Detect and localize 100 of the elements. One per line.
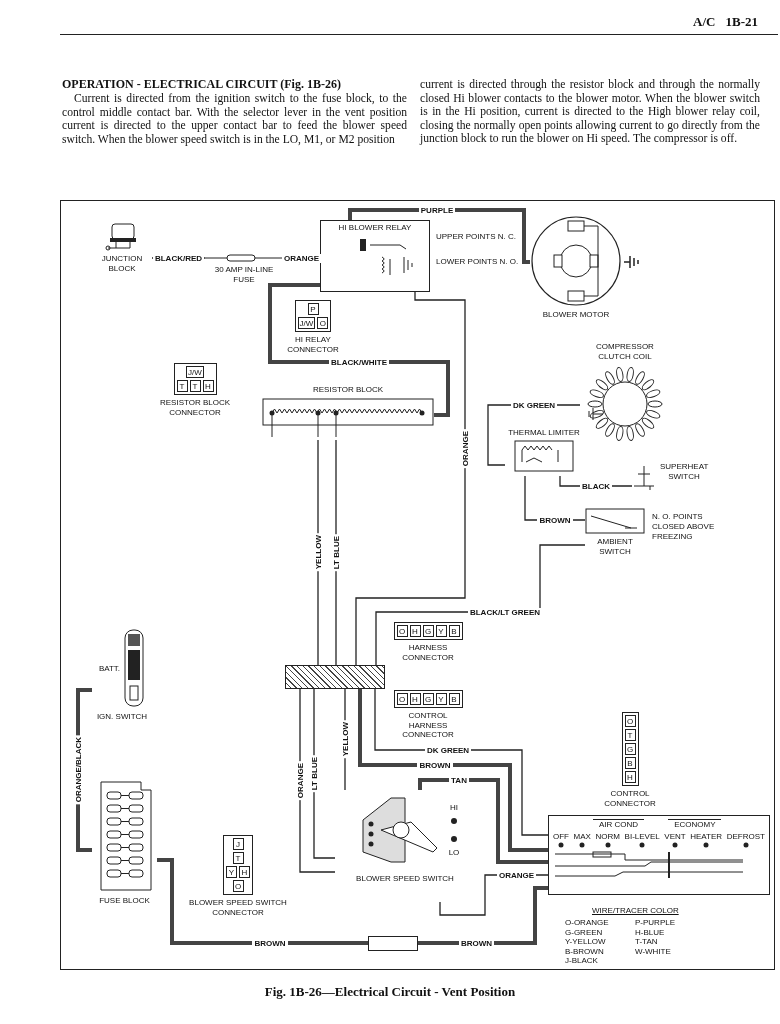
wire-color-label: ORANGE [281,253,322,263]
wire [418,778,548,864]
terminal-label: B [448,693,460,705]
terminal-label: O [317,317,329,329]
key-entry: P-PURPLE [635,918,676,928]
component-label: HARNESS CONNECTOR [401,643,455,663]
control-panel [548,815,770,895]
empty-box [368,936,418,951]
wire-color-label: BROWN [537,515,573,525]
wire-color-label: LT BLUE [309,754,319,793]
mode-label: MAX [573,832,591,841]
mode-label: BI-LEVEL [624,832,660,841]
key-entry: O-ORANGE [565,918,610,928]
terminal-label: G [422,693,434,705]
wire-color-label: BROWN [417,760,453,770]
wire-color-label: BLACK/RED [152,253,205,263]
terminal-label: BATT. [98,663,121,673]
terminal-label: T [624,729,636,741]
terminal-label: J/W [297,317,316,329]
wire-color-label: BLACK [580,481,612,491]
wire-color-label: BROWN [458,938,495,948]
key-entry: W-WHITE [635,946,672,956]
terminal-label: H [409,693,421,705]
wire-color-label: TAN [449,775,469,785]
wire-color-label: BLACK/WHITE [329,357,389,367]
terminal-label: Y [435,625,447,637]
terminal-label: G [422,625,434,637]
component-label: BLOWER SPEED SWITCH CONNECTOR [188,898,288,918]
mode-label: NORM [595,832,620,841]
wire-color-label: LT BLUE [331,533,341,572]
body-paragraph: Current is directed from the ignition switch to the fuse block, to the control middle contact bar. With the selector lever in the vent position current is directed to the upper contact bar to feed the blower speed switch. When the blower speed switch is in the LO, M1, or M2 position [62,92,407,147]
terminal-label: O [624,715,636,727]
component-label: 30 AMP IN-LINE FUSE [213,265,275,285]
wire-color-label: ORANGE/BLACK [73,735,83,805]
wire-color-label: BLACK/LT GREEN [467,607,543,617]
terminal-label: B [448,625,460,637]
annotation-text: UPPER POINTS N. C. [436,232,516,242]
wire [317,439,319,666]
terminal-label: G [624,743,636,755]
component-label: BLOWER SPEED SWITCH [356,874,454,884]
terminal-label: Y [435,693,447,705]
terminal-label: Y [226,866,237,878]
relay-box [320,220,430,292]
terminal-label: B [624,757,636,769]
figure-caption: Fig. 1B-26—Electrical Circuit - Vent Position [263,984,517,1000]
component-label: THERMAL LIMITER [508,428,580,438]
terminal-label: P [307,303,319,315]
key-entry: G-GREEN [565,927,604,937]
mode-group-label: AIR COND [593,819,645,829]
key-entry: B-BROWN [565,946,605,956]
terminal-label: T [176,380,188,392]
wire-color-label: DK GREEN [424,745,472,755]
component-label: AMBIENT SWITCH [596,537,634,557]
hatched-bar [285,665,385,689]
component-label: RESISTOR BLOCK CONNECTOR [158,398,232,418]
key-entry: H-BLUE [635,927,666,937]
mode-label: VENT [664,832,686,841]
mode-label: DEFROST [726,832,765,841]
terminal-label: H [239,866,250,878]
wire-color-label: DK GREEN [510,400,558,410]
component-label: COMPRESSOR CLUTCH COIL [595,342,655,362]
component-label: CONTROL HARNESS CONNECTOR [401,711,455,740]
component-label: CONTROL CONNECTOR [603,789,657,809]
component-label: JUNCTION BLOCK [100,254,144,274]
terminal-label: H [202,380,214,392]
mode-label: OFF [553,832,569,841]
wire-color-label: ORANGE [295,760,305,801]
wire-color-label: YELLOW [340,720,350,759]
component-label: IGN. SWITCH [96,712,148,722]
terminal-label: H [409,625,421,637]
wire-color-label: BROWN [252,938,288,948]
page-header: A/C [693,14,716,30]
body-paragraph: current is directed through the resistor block and through the normally closed Hi blower contacts to the blower motor. When the blower switch is in the Hi position, current is directed to the High blower relay coil, closing the normally open points allowing current to go directly from the junction block to run the blower on Hi speed. The compressor is off. [420,78,760,146]
key-entry: J-BLACK [565,956,599,966]
annotation-text: N. O. POINTS CLOSED ABOVE FREEZING [652,512,716,542]
component-label: BLOWER MOTOR [542,310,610,320]
section-heading: OPERATION - ELECTRICAL CIRCUIT (Fig. 1B-26) [62,78,342,92]
wire [355,291,466,666]
mode-group-label: ECONOMY [668,819,722,829]
component-label: FUSE BLOCK [99,896,150,906]
mode-label: HEATER [690,832,723,841]
terminal-label: O [232,880,244,892]
wire-color-label: ORANGE [496,870,537,880]
wire-color-label: PURPLE [418,205,456,215]
annotation-text: LOWER POINTS N. O. [436,257,519,267]
page-number: 1B-21 [725,14,758,30]
wire-color-label: YELLOW [313,533,323,572]
key-entry: Y-YELLOW [565,937,607,947]
terminal-label: H [624,771,636,783]
terminal-label: O [396,693,408,705]
key-entry: T-TAN [635,937,659,947]
terminal-label: T [232,852,244,864]
wire-color-label: ORANGE [460,429,470,469]
terminal-label: J/W [186,366,204,378]
terminal-label: T [189,380,201,392]
wire [157,858,368,945]
key-heading: WIRE/TRACER COLOR [592,906,679,915]
wire [358,689,548,852]
component-label: SUPERHEAT SWITCH [660,462,708,482]
terminal-label: J [232,838,244,850]
